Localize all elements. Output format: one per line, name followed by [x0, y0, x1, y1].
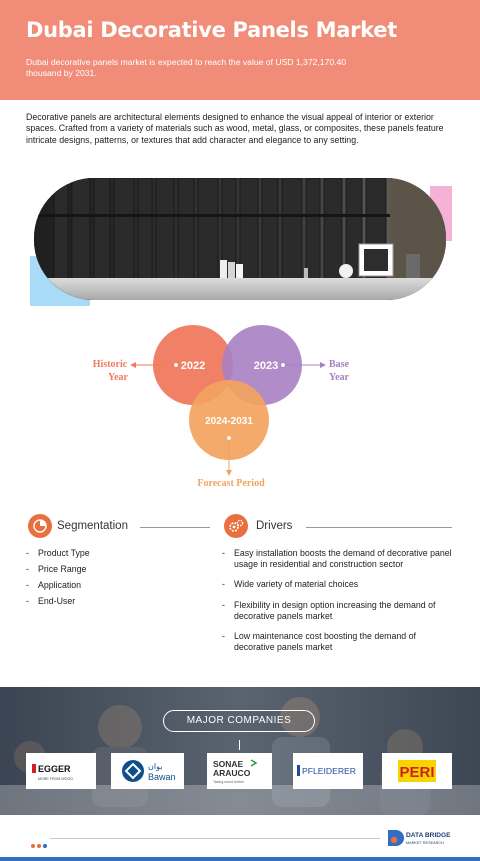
- svg-text:Taking wood further: Taking wood further: [213, 780, 245, 784]
- historic-label-line1: Historic: [93, 359, 128, 370]
- list-item: Low maintenance cost boosting the demand…: [222, 631, 458, 653]
- svg-text:PERI: PERI: [399, 764, 434, 781]
- pie-chart-icon: [28, 514, 52, 538]
- svg-text:MARKET RESEARCH: MARKET RESEARCH: [406, 841, 444, 845]
- list-item: End-User: [26, 596, 196, 607]
- drivers-title: Drivers: [256, 520, 293, 532]
- svg-text:SONAE: SONAE: [213, 759, 244, 769]
- forecast-period-circle: [189, 380, 269, 460]
- svg-text:MORE FROM WOOD: MORE FROM WOOD: [38, 777, 73, 781]
- svg-text:DATA BRIDGE: DATA BRIDGE: [406, 832, 451, 839]
- svg-text:EGGER: EGGER: [38, 764, 71, 774]
- sonae-arauco-logo: SONAE ARAUCO Taking wood further: [207, 753, 272, 789]
- major-companies-title: MAJOR COMPANIES: [163, 710, 315, 732]
- base-label-line1: Base: [329, 359, 350, 370]
- list-item: Price Range: [26, 564, 196, 575]
- gears-icon: [224, 514, 248, 538]
- forecast-label: Forecast Period: [197, 478, 265, 489]
- list-item: Flexibility in design option increasing …: [222, 600, 458, 622]
- segmentation-title: Segmentation: [57, 520, 128, 532]
- companies-band: [0, 687, 480, 815]
- footer-dots: [30, 836, 48, 854]
- svg-text:PFLEIDERER: PFLEIDERER: [302, 766, 356, 776]
- interior-panel-photo: [34, 178, 446, 300]
- svg-text:بوان: بوان: [148, 762, 162, 771]
- pfleiderer-logo: PFLEIDERER: [293, 753, 363, 789]
- svg-text:ARAUCO: ARAUCO: [213, 768, 251, 778]
- companies-connector: [239, 740, 240, 750]
- segmentation-divider: [140, 527, 210, 528]
- drivers-divider: [306, 527, 452, 528]
- intro-paragraph: Decorative panels are architectural elem…: [26, 112, 444, 145]
- base-year-value: 2023: [254, 360, 278, 372]
- egger-logo: EGGER MORE FROM WOOD: [26, 753, 96, 789]
- list-item: Easy installation boosts the demand of d…: [222, 548, 458, 570]
- base-label-line2: Year: [329, 372, 350, 383]
- list-item: Application: [26, 580, 196, 591]
- data-bridge-logo: DATA BRIDGE MARKET RESEARCH: [386, 826, 456, 850]
- footer-divider: [50, 838, 380, 839]
- segmentation-list: Product Type Price Range Application End…: [26, 548, 196, 607]
- historic-label-line2: Year: [108, 372, 129, 383]
- peri-logo: PERI: [382, 753, 452, 789]
- drivers-list: Easy installation boosts the demand of d…: [222, 548, 458, 653]
- footer-bar: [0, 857, 480, 861]
- page-subtitle: Dubai decorative panels market is expect…: [26, 57, 347, 78]
- list-item: Wide variety of material choices: [222, 579, 458, 590]
- forecast-period-value: 2024-2031: [205, 416, 253, 427]
- bawan-logo: بوان Bawan: [111, 753, 184, 789]
- header-banner: Dubai Decorative Panels Market Dubai dec…: [0, 0, 480, 100]
- historic-year-value: 2022: [181, 360, 205, 372]
- svg-text:Bawan: Bawan: [148, 772, 176, 782]
- timeline-venn: 2022 2023 2024-2031 Historic Year Base Y…: [0, 318, 480, 498]
- list-item: Product Type: [26, 548, 196, 559]
- page-title: Dubai Decorative Panels Market: [26, 18, 397, 42]
